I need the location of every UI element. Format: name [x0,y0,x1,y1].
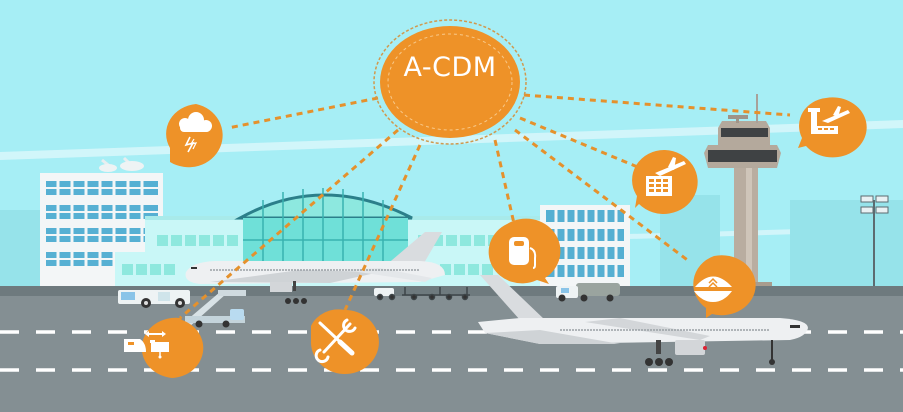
pilot-cap-icon [694,276,732,302]
apron-light-pole [860,195,889,295]
fuel-truck [556,283,620,302]
hub-label: A-CDM [403,52,497,83]
node-atc [798,97,867,158]
hub-connections [179,93,791,320]
hub-circle [373,19,527,145]
tug-vehicle [118,290,190,308]
wrench-screwdriver-icon [314,318,357,364]
taxiing-airplane [478,275,808,366]
node-pilot [693,255,756,318]
fuel-pump-icon [509,237,537,269]
node-schedule [632,149,698,214]
node-ground-handling [124,317,204,378]
storm-cloud-icon [179,112,212,153]
node-maintenance [310,309,379,374]
node-fuel [488,218,561,284]
stair-truck [180,290,246,328]
baggage-carts [374,287,470,301]
parked-airplane [185,232,446,304]
node-weather [166,104,223,168]
ground-handling-icon [124,331,169,359]
office-building-right [540,205,630,290]
flight-schedule-icon [646,157,686,196]
tower-departure-icon [808,106,850,134]
